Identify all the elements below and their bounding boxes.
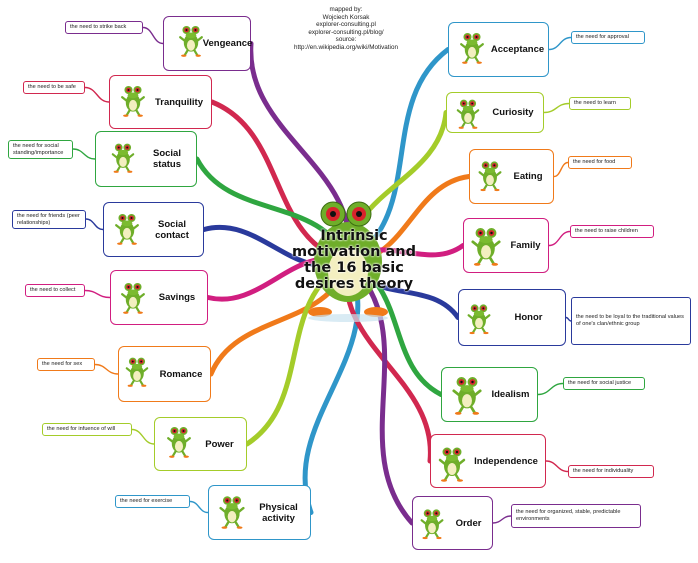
- desire-label: Order: [455, 517, 482, 529]
- note-connector-social-contact: [85, 218, 104, 231]
- desire-note-physical-activity: the need for exercise: [115, 495, 190, 508]
- credits-line[interactable]: http://en.wikipedia.org/wiki/Motivation: [294, 43, 398, 51]
- note-connector-romance: [94, 363, 119, 375]
- central-topic-line: Intrinsic: [320, 228, 388, 244]
- frog-illustration-icon: [419, 500, 445, 544]
- central-topic-line: motivation and: [292, 244, 416, 260]
- desire-label: Savings: [158, 292, 196, 303]
- note-connector-order: [492, 515, 512, 524]
- note-connector-physical-activity: [189, 500, 209, 514]
- frog-illustration-icon: [165, 422, 193, 458]
- central-frog-illustration: [308, 201, 388, 322]
- desire-node-honor[interactable]: Honor: [458, 289, 566, 346]
- desire-node-order[interactable]: Order: [412, 496, 493, 550]
- desire-note-tranquility: the need to be safe: [23, 81, 85, 94]
- desire-node-savings[interactable]: Savings: [110, 270, 208, 325]
- note-connector-acceptance: [548, 36, 572, 51]
- central-topic-line: desires theory: [294, 276, 414, 292]
- frog-illustration-icon: [450, 371, 484, 415]
- desire-label: Curiosity: [492, 107, 534, 118]
- desire-label: Romance: [159, 368, 203, 380]
- desire-node-tranquility[interactable]: Tranquility: [109, 75, 212, 129]
- frog-illustration-icon: [453, 95, 483, 129]
- desire-note-family: the need to raise children: [570, 225, 654, 238]
- branch-order: [345, 259, 415, 526]
- credits-line: source:: [335, 36, 357, 44]
- note-connector-eating: [553, 161, 569, 178]
- desire-label: Physical activity: [259, 501, 298, 524]
- desire-note-curiosity: the need to learn: [569, 97, 631, 110]
- desire-label: Tranquility: [154, 96, 204, 108]
- frog-illustration-icon: [113, 209, 141, 245]
- credits-line: mapped by:: [329, 6, 363, 13]
- note-connector-social-status: [72, 148, 96, 160]
- credits-line: explorer-consulting.pl/blog/: [308, 28, 384, 36]
- frog-illustration-icon: [217, 491, 247, 529]
- credits-block: mapped by: Wojciech Korsak explorer-cons…: [276, 6, 416, 52]
- desire-label: Independence: [474, 455, 538, 467]
- desire-note-savings: the need to collect: [25, 284, 85, 297]
- desire-note-social-status: the need for social standing/importance: [8, 140, 73, 160]
- desire-note-vengeance: the need to strike back: [65, 21, 143, 34]
- credits-line: Wojciech Korsak: [322, 13, 370, 21]
- note-connector-power: [131, 428, 155, 445]
- desire-node-power[interactable]: Power: [154, 417, 247, 471]
- desire-node-social-contact[interactable]: Social contact: [103, 202, 204, 257]
- frog-illustration-icon: [466, 295, 492, 339]
- desire-node-curiosity[interactable]: Curiosity: [446, 92, 544, 133]
- desire-note-power: the need for infuence of will: [42, 423, 132, 436]
- desire-node-eating[interactable]: Eating: [469, 149, 554, 204]
- frog-illustration-icon: [119, 81, 147, 117]
- desire-note-acceptance: the need for approval: [571, 31, 645, 44]
- desire-note-independence: the need for individuality: [568, 465, 654, 478]
- note-connector-idealism: [537, 382, 564, 396]
- frog-illustration-icon: [477, 154, 503, 194]
- desire-label: Family: [510, 240, 541, 251]
- desire-node-vengeance[interactable]: Vengeance: [163, 16, 253, 71]
- desire-note-idealism: the need for social justice: [563, 377, 645, 390]
- note-connector-savings: [84, 289, 111, 299]
- desire-label: Vengeance: [202, 38, 253, 49]
- note-connector-tranquility: [84, 86, 110, 103]
- desire-node-idealism[interactable]: Idealism: [441, 367, 538, 422]
- desire-node-romance[interactable]: Romance: [118, 346, 211, 402]
- central-topic-title: Intrinsic motivation and the 16 basic de…: [288, 228, 420, 292]
- desire-node-acceptance[interactable]: Acceptance: [448, 22, 549, 77]
- central-topic-line: the 16 basic: [304, 260, 404, 276]
- desire-node-physical-activity[interactable]: Physical activity: [208, 485, 311, 540]
- note-connector-honor: [565, 316, 572, 322]
- frog-illustration-icon: [119, 278, 147, 314]
- desire-label: Idealism: [491, 389, 530, 400]
- desire-note-social-contact: the need for friends (peer relationships…: [12, 210, 86, 230]
- desire-label: Eating: [513, 171, 543, 182]
- desire-note-romance: the need for sex: [37, 358, 95, 371]
- note-connector-family: [548, 230, 571, 247]
- frog-illustration-icon: [437, 440, 467, 484]
- frog-illustration-icon: [177, 21, 205, 57]
- frog-illustration-icon: [457, 28, 487, 64]
- frog-illustration-icon: [122, 353, 152, 387]
- desire-label: Social contact: [155, 218, 189, 241]
- desire-note-order: the need for organized, stable, predicta…: [511, 504, 641, 528]
- note-connector-curiosity: [543, 102, 570, 114]
- desire-note-honor: the need to be loyal to the traditional …: [571, 297, 691, 345]
- desire-note-eating: the need for food: [568, 156, 632, 169]
- desire-node-independence[interactable]: Independence: [430, 434, 546, 488]
- desire-node-social-status[interactable]: Social status: [95, 131, 197, 187]
- desire-label: Power: [205, 438, 234, 450]
- desire-node-family[interactable]: Family: [463, 218, 549, 273]
- desire-label: Social status: [153, 148, 181, 170]
- desire-label: Acceptance: [490, 44, 545, 55]
- frog-illustration-icon: [469, 222, 503, 266]
- note-connector-independence: [545, 460, 569, 473]
- credits-line: explorer-consulting.pl: [316, 21, 376, 29]
- desire-label: Honor: [514, 312, 543, 323]
- frog-illustration-icon: [108, 139, 138, 173]
- note-connector-vengeance: [142, 26, 164, 45]
